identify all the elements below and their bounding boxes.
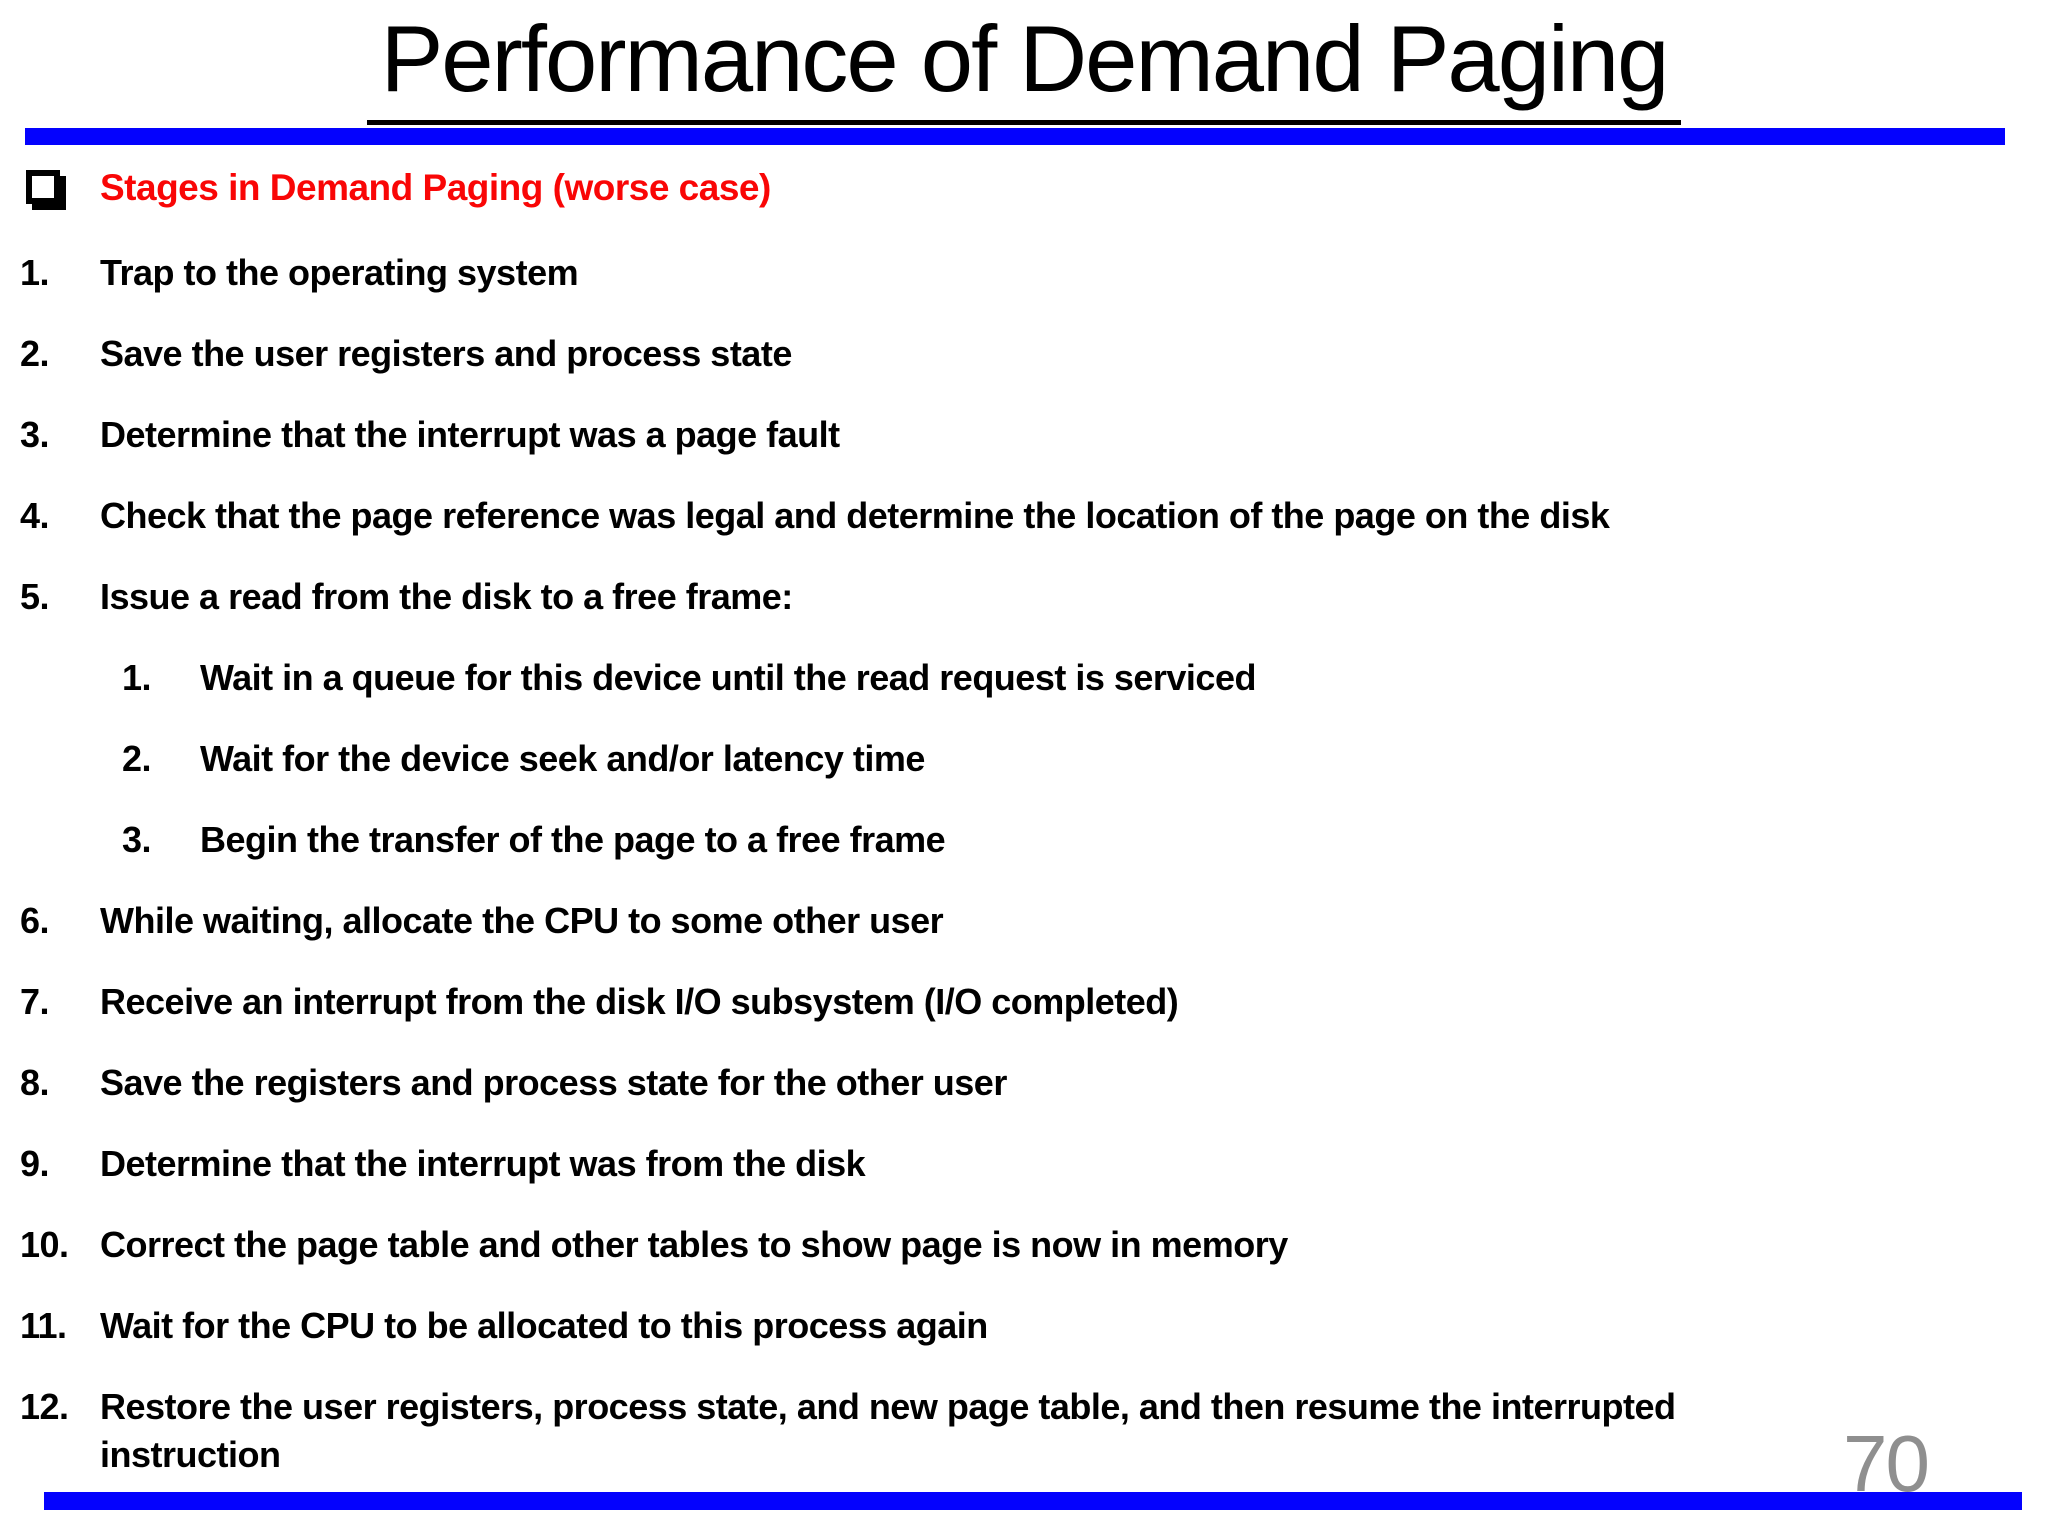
list-item: 1. Trap to the operating system [18, 249, 2030, 297]
list-item-number: 1. [20, 252, 50, 293]
list-item-number: 2. [20, 333, 50, 374]
sub-list-item-number: 1. [122, 657, 152, 698]
bullet-cell [18, 164, 100, 216]
slide-body: Stages in Demand Paging (worse case) 1. … [18, 164, 2030, 1512]
section-heading: Stages in Demand Paging (worse case) [18, 164, 2030, 216]
list-item-number: 9. [20, 1143, 50, 1184]
list-item-text: Determine that the interrupt was from th… [100, 1143, 866, 1184]
list-item-number: 7. [20, 981, 50, 1022]
list-item: 8. Save the registers and process state … [18, 1059, 2030, 1107]
list-item-number: 6. [20, 900, 50, 941]
list-item-number: 4. [20, 495, 50, 536]
list-item-text: Determine that the interrupt was a page … [100, 414, 840, 455]
sub-list-item-text: Wait for the device seek and/or latency … [200, 738, 925, 779]
list-item: 5. Issue a read from the disk to a free … [18, 573, 2030, 621]
list-item: 12. Restore the user registers, process … [18, 1383, 2030, 1479]
page-title: Performance of Demand Paging [366, 0, 1682, 125]
section-heading-label: Stages in Demand Paging (worse case) [100, 167, 771, 208]
list-item: 9. Determine that the interrupt was from… [18, 1140, 2030, 1188]
list-item-number: 3. [20, 414, 50, 455]
title-bar: Performance of Demand Paging [0, 0, 2048, 125]
list-item: 2. Save the user registers and process s… [18, 330, 2030, 378]
sub-list-item-number: 2. [122, 738, 152, 779]
list-item-number: 8. [20, 1062, 50, 1103]
list-item-number: 5. [20, 576, 50, 617]
list-item-text: Save the user registers and process stat… [100, 333, 792, 374]
list-item-number: 12. [20, 1386, 69, 1427]
list-item-number: 11. [20, 1305, 67, 1346]
list-item-text: Save the registers and process state for… [100, 1062, 1007, 1103]
bottom-divider-rule [44, 1492, 2022, 1510]
list-item: 3. Determine that the interrupt was a pa… [18, 411, 2030, 459]
list-item-text: Trap to the operating system [100, 252, 579, 293]
sub-list-item-text: Wait in a queue for this device until th… [200, 657, 1256, 698]
list-item-text: Wait for the CPU to be allocated to this… [100, 1305, 988, 1346]
list-item-text: Restore the user registers, process stat… [100, 1386, 1676, 1475]
list-item-text: Check that the page reference was legal … [100, 495, 1610, 536]
top-divider-rule [25, 128, 2005, 145]
sub-list-item-text: Begin the transfer of the page to a free… [200, 819, 946, 860]
sub-list-item: 2. Wait for the device seek and/or laten… [18, 735, 2030, 783]
sub-list-item: 3. Begin the transfer of the page to a f… [18, 816, 2030, 864]
list-item: 11. Wait for the CPU to be allocated to … [18, 1302, 2030, 1350]
list-item-text: Correct the page table and other tables … [100, 1224, 1288, 1265]
list-item-number: 10. [20, 1224, 69, 1265]
list-item-text: Issue a read from the disk to a free fra… [100, 576, 793, 617]
sub-list-item: 1. Wait in a queue for this device until… [18, 654, 2030, 702]
list-item: 6. While waiting, allocate the CPU to so… [18, 897, 2030, 945]
shadowed-square-bullet-icon [26, 170, 60, 204]
list-item-text: Receive an interrupt from the disk I/O s… [100, 981, 1179, 1022]
list-item-text: While waiting, allocate the CPU to some … [100, 900, 944, 941]
list-item: 10. Correct the page table and other tab… [18, 1221, 2030, 1269]
list-item: 4. Check that the page reference was leg… [18, 492, 2030, 540]
sub-list-item-number: 3. [122, 819, 152, 860]
list-item: 7. Receive an interrupt from the disk I/… [18, 978, 2030, 1026]
